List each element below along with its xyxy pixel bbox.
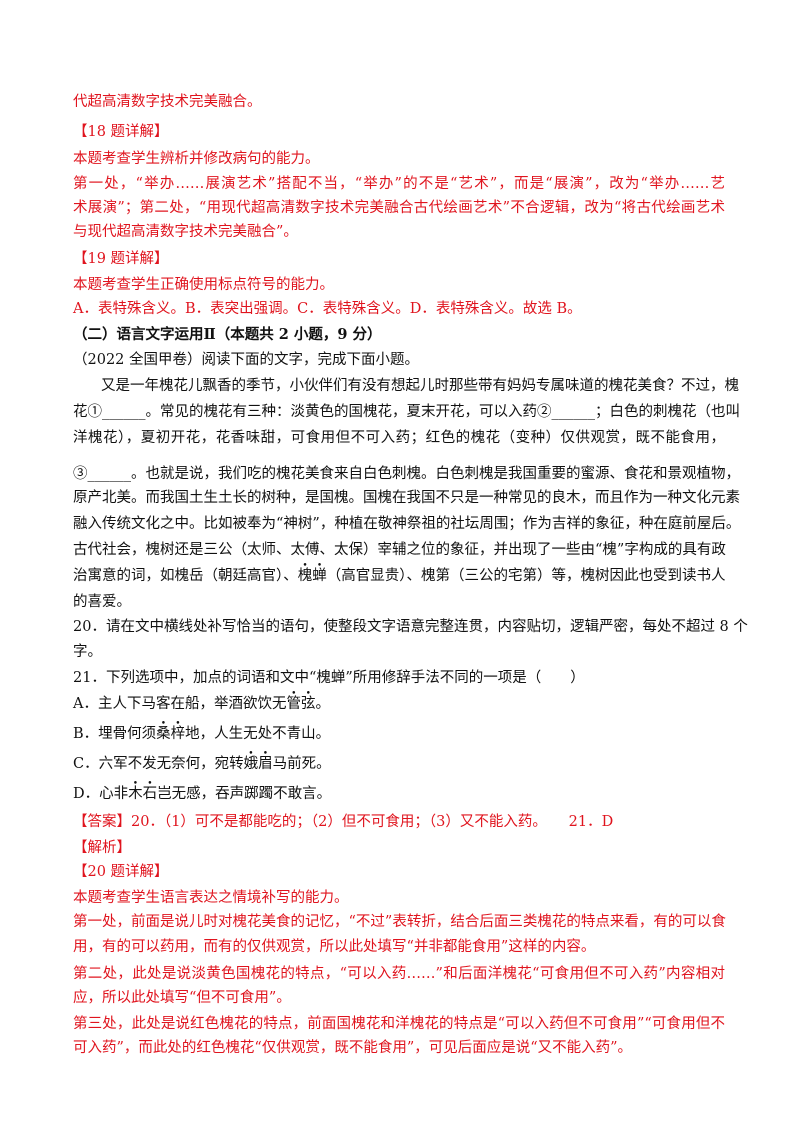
question-21: 21．下列选项中，加点的词语和文中“槐蝉”所用修辞手法不同的一项是（ ）: [73, 670, 585, 686]
text-line: 第一处，“举办……展演艺术”搭配不当，“举办”的不是“艺术”，而是“展演”，改为…: [73, 176, 725, 192]
section-heading: 【20 题详解】: [73, 864, 169, 880]
text-line: 代超高清数字技术完美融合。: [73, 94, 262, 110]
passage-segment: （高官显贵）、槐第（三公的宅第）等，槐树因此也受到读书人: [326, 568, 726, 584]
passage-line: 原产北美。而我国土生土长的树种，是国槐。国槐在我国不只是一种常见的良木，而且作为…: [73, 490, 740, 506]
option-text: C．六军不发无奈何，宛转: [73, 756, 244, 772]
section-heading: 【19 题详解】: [73, 251, 169, 267]
option-c: C．六军不发无奈何，宛转娥眉马前死。: [73, 754, 331, 774]
dotted-char: 木: [128, 786, 143, 802]
passage-line: 融入传统文化之中。比如被奉为“神树”，种植在敬神祭祖的社坛周围；作为吉祥的象征，…: [73, 516, 741, 532]
explanation-line: 第二处，此处是说淡黄色国槐花的特点，“可以入药……”和后面洋槐花“可食用但不可入…: [73, 966, 725, 982]
option-text: 。: [315, 696, 330, 712]
instruction: （2022 全国甲卷）阅读下面的文字，完成下面小题。: [73, 352, 420, 368]
passage-line: 的喜爱。: [73, 594, 131, 610]
dotted-char: 眉: [258, 756, 273, 772]
text-line: 术展演”；第二处，“用现代超高清数字技术完美融合古代绘画艺术”不合逻辑，改为“将…: [73, 200, 725, 216]
option-text: 岂无感，吞声踯躅不敢言。: [157, 786, 332, 802]
explanation-line: 第三处，此处是说红色槐花的特点，前面国槐花和洋槐花的特点是“可以入药但不可食用”…: [73, 1016, 725, 1032]
dotted-char: 娥: [244, 756, 259, 772]
passage-line: 治寓意的词，如槐岳（朝廷高官）、槐蝉（高官显贵）、槐第（三公的宅第）等，槐树因此…: [73, 566, 726, 586]
explanation-line: 可入药”，而此处的红色槐花“仅供观赏，既不能食用”，可见后面应是说“又不能入药”…: [73, 1040, 633, 1056]
text-line: 本题考查学生正确使用标点符号的能力。: [73, 277, 334, 293]
dotted-char: 槐: [298, 568, 313, 584]
passage-line: 又是一年槐花儿飘香的季节，小伙伴们有没有想起儿时那些带有妈妈专属味道的槐花美食？…: [101, 378, 739, 394]
dotted-char: 蝉: [312, 568, 327, 584]
analysis-heading: 【解析】: [73, 840, 131, 856]
option-text: 地，人生无处不青山。: [185, 726, 331, 742]
answer-line: 【答案】20．（1）可不是都能吃的；（2）但不可食用；（3）又不能入药。 21．…: [73, 814, 614, 830]
passage-line: 花①______。常见的槐花有三种：淡黄色的国槐花，夏末开花，可以入药②____…: [73, 404, 740, 420]
option-text: D．心非: [73, 786, 129, 802]
dotted-char: 管: [286, 696, 301, 712]
dotted-char: 弦: [301, 696, 316, 712]
option-text: A．主人下马客在船，举酒欲饮无: [73, 696, 287, 712]
option-d: D．心非木石岂无感，吞声踯躅不敢言。: [73, 784, 331, 804]
question-20: 20．请在文中横线处补写恰当的语句，使整段文字语意完整连贯，内容贴切，逻辑严密，…: [73, 619, 748, 635]
option-b: B．埋骨何须桑梓地，人生无处不青山。: [73, 724, 330, 744]
passage-line: ③______。也就是说，我们吃的槐花美食来自白色刺槐。白色刺槐是我国重要的蜜源…: [73, 466, 740, 482]
explanation-line: 应，所以此处填写“但不可食用”。: [73, 990, 291, 1006]
section-title: （二）语言文字运用Ⅱ（本题共 2 小题，9 分）: [73, 326, 382, 343]
text-line: A．表特殊含义。B．表突出强调。C．表特殊含义。D．表特殊含义。故选 B。: [73, 301, 582, 317]
option-text: B．埋骨何须: [73, 726, 157, 742]
explanation-line: 第一处，前面是说儿时对槐花美食的记忆，“不过”表转折，结合后面三类槐花的特点来看…: [73, 914, 726, 930]
option-a: A．主人下马客在船，举酒欲饮无管弦。: [73, 694, 330, 714]
passage-segment: 治寓意的词，如槐岳（朝廷高官）、: [73, 568, 298, 584]
dotted-char: 桑: [156, 726, 171, 742]
passage-line: 洋槐花），夏初开花，花香味甜，可食用但不可入药；红色的槐花（变种）仅供观赏，既不…: [73, 430, 725, 446]
question-20-cont: 字。: [73, 644, 102, 660]
explanation-line: 本题考查学生语言表达之情境补写的能力。: [73, 890, 349, 906]
dotted-char: 石: [143, 786, 158, 802]
option-text: 马前死。: [272, 756, 331, 772]
text-line: 本题考查学生辨析并修改病句的能力。: [73, 151, 320, 167]
explanation-line: 用，有的可以药用，而有的仅供观赏，所以此处填写“并非都能食用”这样的内容。: [73, 939, 596, 955]
section-heading: 【18 题详解】: [73, 124, 169, 140]
dotted-char: 梓: [171, 726, 186, 742]
passage-line: 古代社会，槐树还是三公（太师、太傅、太保）宰辅之位的象征，并出现了一些由“槐”字…: [73, 542, 726, 558]
text-line: 与现代超高清数字技术完美融合”。: [73, 224, 298, 240]
